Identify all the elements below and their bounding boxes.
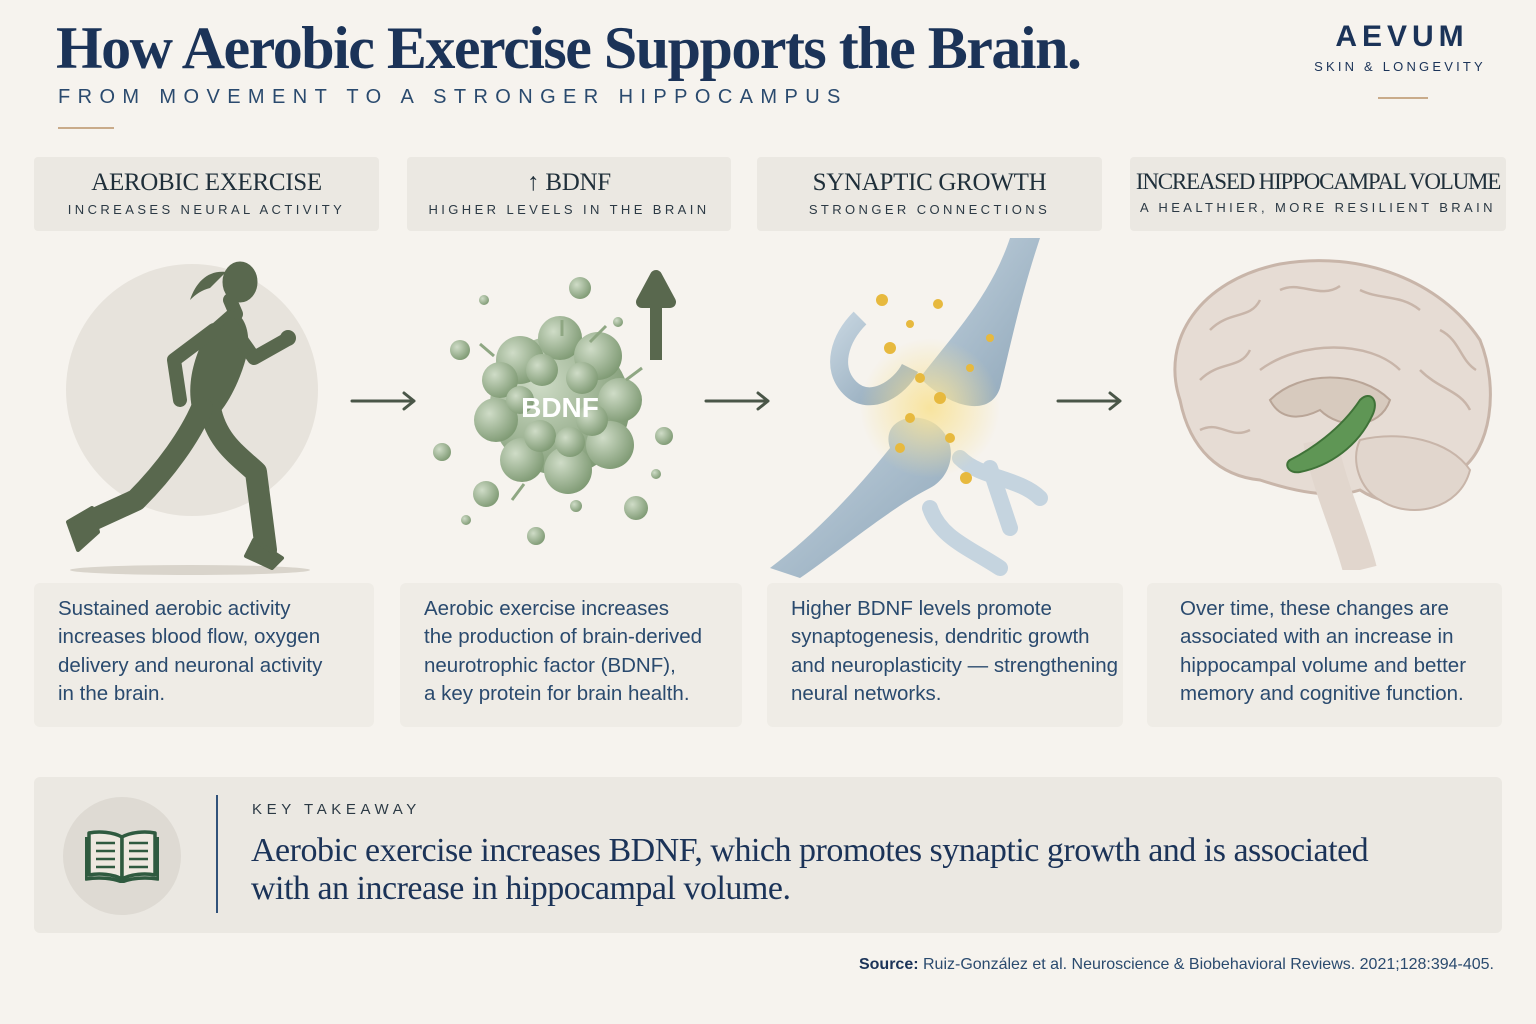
description-line: and neuroplasticity — strengthening — [791, 653, 1119, 677]
description-line: in the brain. — [58, 681, 166, 705]
step-title: SYNAPTIC GROWTH — [812, 169, 1047, 196]
takeaway-line: with an increase in hippocampal volume. — [251, 870, 791, 907]
brain-icon — [1173, 259, 1492, 570]
flow-arrow-icon — [1056, 391, 1122, 411]
description-line: associated with an increase in — [1180, 625, 1454, 649]
description-line: Sustained aerobic activity — [58, 597, 291, 620]
description-line: a key protein for brain health. — [424, 681, 690, 705]
source-citation: Source: Ruiz-González et al. Neuroscienc… — [859, 956, 1494, 974]
step-subtitle: A HEALTHIER, MORE RESILIENT BRAIN — [1140, 200, 1496, 215]
flow-arrow-icon — [350, 391, 416, 411]
step-description-bdnf: Aerobic exercise increases the productio… — [400, 583, 742, 727]
step-title: AEROBIC EXERCISE — [91, 169, 322, 196]
description-line: neurotrophic factor (BDNF), — [424, 653, 676, 677]
step-title: ↑ BDNF — [527, 169, 611, 196]
takeaway-label: KEY TAKEAWAY — [252, 801, 421, 818]
description-line: Aerobic exercise increases — [424, 597, 669, 620]
step-description-synaptic: Higher BDNF levels promote synaptogenesi… — [767, 583, 1123, 727]
step-subtitle: HIGHER LEVELS IN THE BRAIN — [428, 202, 710, 217]
brand-divider — [1378, 97, 1428, 99]
step-header-hippocampus: INCREASED HIPPOCAMPAL VOLUME A HEALTHIER… — [1130, 157, 1506, 231]
step-header-synaptic: SYNAPTIC GROWTH STRONGER CONNECTIONS — [757, 157, 1102, 231]
takeaway-line: Aerobic exercise increases BDNF, which p… — [251, 832, 1369, 869]
source-label: Source: — [858, 956, 919, 973]
description-line: Over time, these changes are — [1180, 597, 1449, 620]
description-line: memory and cognitive function. — [1180, 681, 1464, 705]
description-line: neural networks. — [791, 681, 942, 705]
step-header-exercise: AEROBIC EXERCISE INCREASES NEURAL ACTIVI… — [34, 157, 379, 231]
key-takeaway-panel — [34, 777, 1502, 933]
takeaway-divider — [216, 795, 218, 913]
page-subtitle: FROM MOVEMENT TO A STRONGER HIPPOCAMPUS — [58, 86, 848, 108]
book-icon — [85, 830, 159, 883]
step-header-bdnf: ↑ BDNF HIGHER LEVELS IN THE BRAIN — [407, 157, 731, 231]
step-subtitle: INCREASES NEURAL ACTIVITY — [67, 202, 346, 217]
source-text: Ruiz-González et al. Neuroscience & Biob… — [923, 956, 1494, 973]
description-line: hippocampal volume and better — [1180, 653, 1467, 677]
brand-logo: AEVUM — [1335, 20, 1469, 53]
runner-icon — [66, 261, 318, 575]
bdnf-label: BDNF — [521, 392, 599, 423]
takeaway-text: Aerobic exercise increases BDNF, which p… — [251, 832, 1451, 908]
step-description-hippocampus: Over time, these changes are associated … — [1147, 583, 1502, 727]
brand-tagline: SKIN & LONGEVITY — [1314, 59, 1486, 74]
description-line: Higher BDNF levels promote — [791, 597, 1052, 620]
title-divider — [58, 127, 114, 129]
bdnf-molecule-icon: BDNF — [433, 270, 676, 545]
book-icon-badge — [63, 797, 181, 915]
synapse-icon — [770, 238, 1048, 578]
page-title: How Aerobic Exercise Supports the Brain. — [56, 15, 1082, 81]
step-subtitle: STRONGER CONNECTIONS — [808, 202, 1051, 217]
description-line: delivery and neuronal activity — [58, 653, 323, 677]
step-description-exercise: Sustained aerobic activity increases blo… — [34, 583, 374, 727]
step-title: INCREASED HIPPOCAMPAL VOLUME — [1135, 169, 1501, 194]
description-line: increases blood flow, oxygen — [58, 625, 321, 649]
flow-arrow-icon — [704, 391, 770, 411]
description-line: synaptogenesis, dendritic growth — [791, 625, 1090, 649]
description-line: the production of brain-derived — [424, 625, 703, 649]
